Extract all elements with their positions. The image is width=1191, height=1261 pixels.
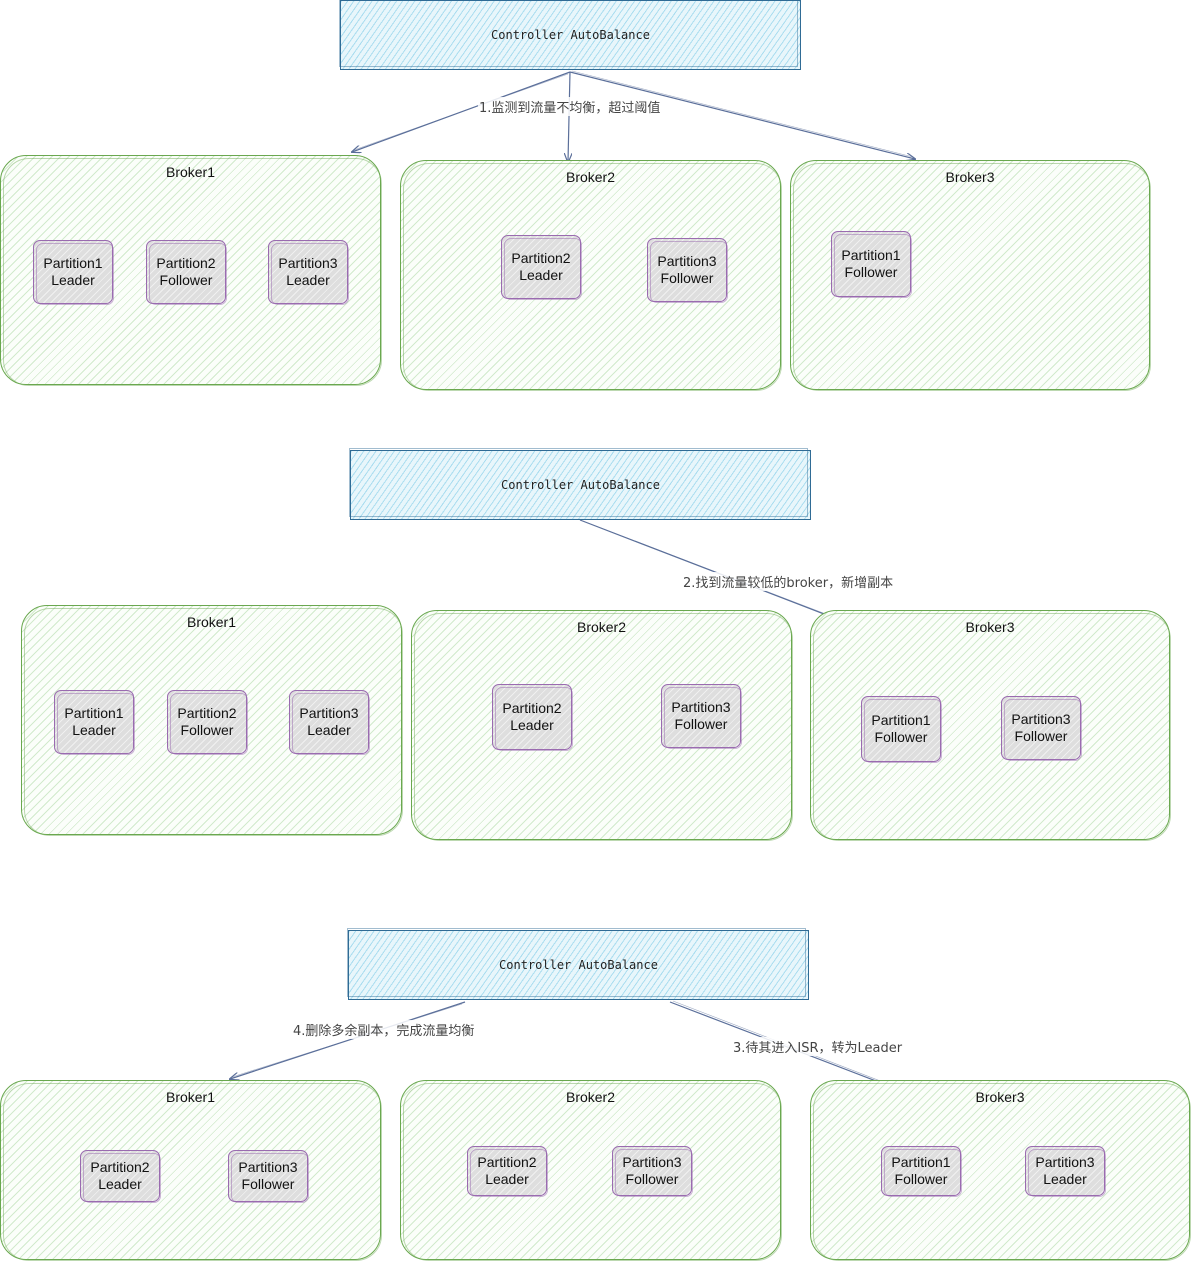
partition-box: Partition2 Follower [167, 690, 248, 755]
broker-box: Broker3 Partition1 Follower Partition3 F… [810, 610, 1171, 841]
broker-box: Broker1 Partition1 Leader Partition2 Fol… [0, 155, 382, 386]
partition-role: Leader [98, 1176, 142, 1192]
partition-box: Partition3 Leader [289, 690, 370, 755]
partition-role: Follower [874, 729, 928, 745]
partition-role: Leader [72, 722, 116, 738]
arrow-controller-to-broker3 [569, 71, 915, 159]
broker-box: Broker1 Partition1 Leader Partition2 Fol… [21, 605, 403, 836]
partition-role: Follower [241, 1176, 295, 1192]
partition-box: Partition2 Leader [501, 235, 582, 300]
partition-name: Partition1 [891, 1154, 951, 1170]
broker-box: Broker2 Partition2 Leader Partition3 Fol… [400, 160, 782, 391]
partition-name: Partition2 [177, 705, 237, 721]
partition-role: Follower [660, 270, 714, 286]
partition-name: Partition3 [1011, 711, 1071, 727]
broker-title: Broker1 [186, 614, 237, 630]
partition-name: Partition2 [156, 255, 216, 271]
partition-name: Partition3 [657, 253, 717, 269]
partition-box: Partition2 Leader [80, 1150, 161, 1203]
partition-box: Partition1 Follower [881, 1146, 962, 1197]
partition-box: Partition3 Follower [228, 1150, 309, 1203]
broker-title: Broker1 [165, 164, 216, 180]
controller-label: Controller AutoBalance [499, 958, 658, 972]
partition-name: Partition2 [477, 1154, 537, 1170]
partition-box: Partition3 Leader [1025, 1146, 1106, 1197]
partition-name: Partition3 [299, 705, 359, 721]
broker-box: Broker3 Partition1 Follower [790, 160, 1151, 391]
partition-box: Partition3 Follower [612, 1146, 693, 1197]
controller-autobalance-2: Controller AutoBalance [349, 448, 811, 520]
partition-role: Leader [519, 267, 563, 283]
controller-label: Controller AutoBalance [501, 478, 660, 492]
partition-name: Partition3 [671, 699, 731, 715]
broker-title: Broker3 [965, 619, 1015, 635]
broker-title: Broker2 [576, 619, 627, 635]
partition-box: Partition3 Follower [661, 684, 742, 749]
partition-box: Partition1 Follower [831, 231, 912, 298]
partition-name: Partition1 [841, 247, 901, 263]
partition-name: Partition3 [278, 255, 338, 271]
broker-box: Broker2 Partition2 Leader Partition3 Fol… [411, 610, 793, 841]
partition-box: Partition2 Leader [467, 1146, 548, 1197]
partition-role: Follower [844, 264, 898, 280]
broker-title: Broker3 [975, 1089, 1025, 1105]
partition-role: Leader [510, 717, 554, 733]
partition-name: Partition3 [1035, 1154, 1095, 1170]
partition-role: Follower [894, 1171, 948, 1187]
partition-box: Partition3 Follower [647, 238, 728, 303]
partition-name: Partition2 [90, 1159, 150, 1175]
partition-name: Partition3 [238, 1159, 298, 1175]
broker-title: Broker2 [565, 169, 616, 185]
partition-box: Partition3 Follower [1001, 696, 1082, 761]
partition-name: Partition1 [43, 255, 103, 271]
broker-title: Broker1 [165, 1089, 216, 1105]
broker-title: Broker2 [565, 1089, 616, 1105]
partition-box: Partition2 Follower [146, 240, 227, 305]
partition-role: Leader [485, 1171, 529, 1187]
arrow-controller-to-broker2 [568, 71, 570, 162]
partition-role: Follower [1014, 728, 1068, 744]
partition-role: Follower [180, 722, 234, 738]
partition-role: Leader [286, 272, 330, 288]
partition-role: Leader [51, 272, 95, 288]
partition-name: Partition2 [502, 700, 562, 716]
broker-box: Broker1 Partition2 Leader Partition3 Fol… [0, 1080, 382, 1261]
partition-box: Partition1 Leader [54, 690, 135, 755]
partition-name: Partition2 [511, 250, 571, 266]
partition-name: Partition1 [871, 712, 931, 728]
controller-autobalance-1: Controller AutoBalance [339, 0, 801, 70]
partition-name: Partition3 [622, 1154, 682, 1170]
edge-label-step-3: 3.待其进入ISR，转为Leader [732, 1037, 904, 1056]
partition-role: Follower [625, 1171, 679, 1187]
partition-role: Leader [307, 722, 351, 738]
partition-role: Leader [1043, 1171, 1087, 1187]
controller-label: Controller AutoBalance [491, 28, 650, 42]
broker-title: Broker3 [945, 169, 995, 185]
partition-box: Partition1 Leader [33, 240, 114, 305]
partition-box: Partition2 Leader [492, 684, 573, 751]
edge-label-step-1: 1.监测到流量不均衡，超过阈值 [478, 97, 662, 116]
partition-role: Follower [674, 716, 728, 732]
broker-box: Broker3 Partition1 Follower Partition3 L… [810, 1080, 1191, 1261]
broker-box: Broker2 Partition2 Leader Partition3 Fol… [400, 1080, 782, 1261]
partition-role: Follower [159, 272, 213, 288]
partition-name: Partition1 [64, 705, 124, 721]
edge-label-step-4: 4.删除多余副本，完成流量均衡 [292, 1020, 476, 1039]
partition-box: Partition3 Leader [268, 240, 349, 305]
edge-label-step-2: 2.找到流量较低的broker，新增副本 [682, 572, 895, 591]
partition-box: Partition1 Follower [861, 696, 942, 763]
controller-autobalance-3: Controller AutoBalance [347, 928, 809, 1000]
